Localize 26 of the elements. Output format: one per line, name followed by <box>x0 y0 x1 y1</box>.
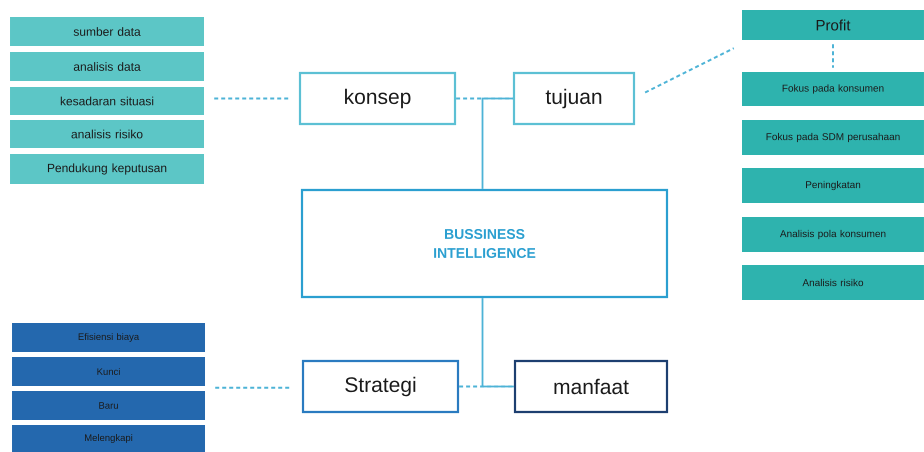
connector-line <box>215 386 292 389</box>
category-box: analisis risiko <box>10 120 204 148</box>
category-box: Pendukung keputusan <box>10 154 204 184</box>
connector-line <box>214 98 289 100</box>
category-box: kesadaran situasi <box>10 87 204 115</box>
connector-line <box>482 98 513 189</box>
central-box: BUSSINESS INTELLIGENCE <box>300 188 668 298</box>
connector-line <box>482 298 514 388</box>
category-box: Profit <box>742 10 924 40</box>
category-box: sumber data <box>10 17 204 46</box>
category-box: Analisis pola konsumen <box>742 217 924 252</box>
connector-line <box>644 47 734 94</box>
category-box: Peningkatan <box>742 168 924 203</box>
topic-box: manfaat <box>514 360 668 414</box>
connector-line <box>832 44 834 68</box>
topic-box: konsep <box>298 72 456 126</box>
category-box: analisis data <box>10 52 204 81</box>
topic-box: Strategi <box>302 360 460 414</box>
category-box: Kunci <box>12 357 205 386</box>
category-box: Analisis risiko <box>742 265 924 300</box>
category-box: Fokus pada SDM perusahaan <box>742 120 924 155</box>
category-box: Efisiensi biaya <box>12 323 205 352</box>
category-box: Baru <box>12 391 205 420</box>
category-box: Melengkapi <box>12 425 205 452</box>
category-box: Fokus pada konsumen <box>742 72 924 106</box>
topic-box: tujuan <box>512 72 636 126</box>
